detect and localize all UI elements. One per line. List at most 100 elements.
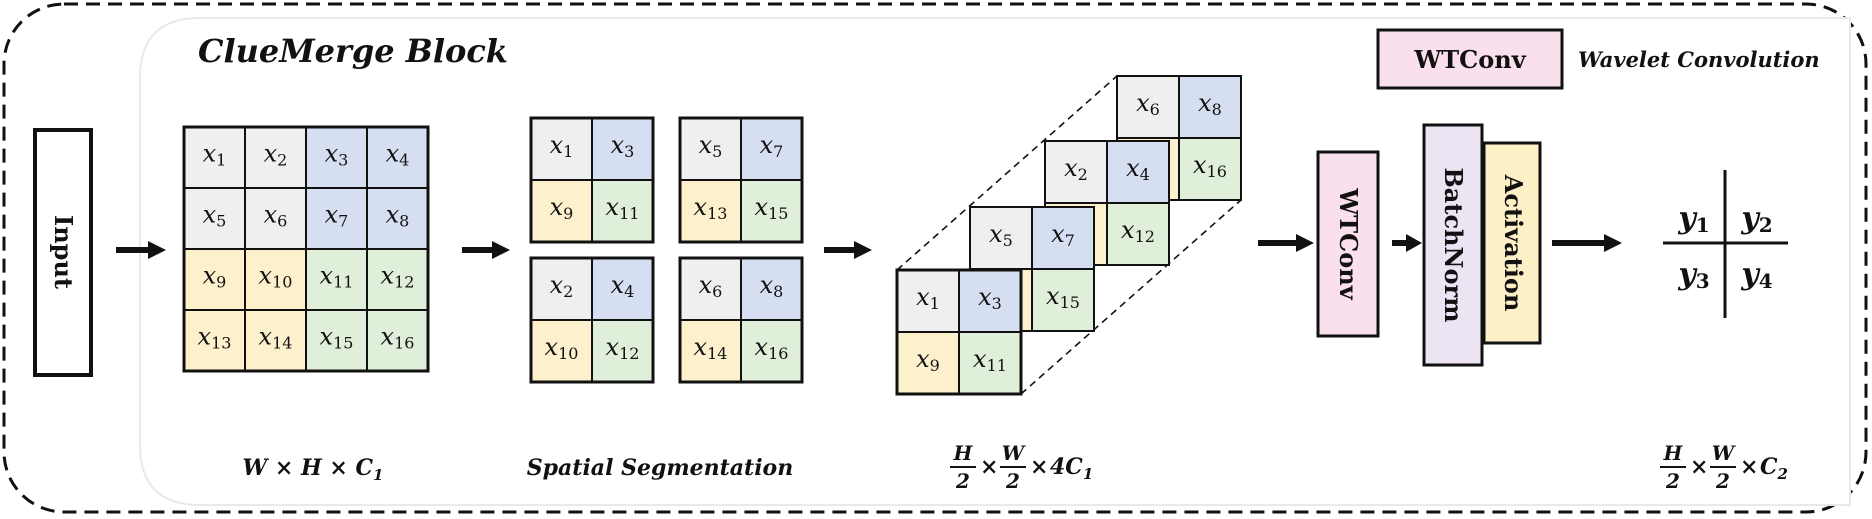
segment-cell: x8	[740, 257, 803, 321]
cell-label: x5	[203, 200, 227, 230]
stack-cell: x9	[896, 331, 960, 395]
stack-cell: x5	[969, 206, 1033, 270]
arrow-3	[824, 241, 872, 259]
cell-label: x14	[694, 333, 728, 363]
cell-label: x8	[386, 200, 410, 230]
stack-cell: x15	[1031, 268, 1095, 332]
input-label: Input	[49, 215, 78, 289]
input-grid-cell: x2	[244, 126, 307, 189]
cell-background	[896, 269, 960, 333]
cell-background	[1116, 75, 1180, 139]
block-title: ClueMerge Block	[198, 32, 508, 70]
cell-label: x6	[264, 200, 288, 230]
cell-label: x2	[264, 139, 288, 169]
cell-label: x4	[386, 139, 410, 169]
cell-label: x10	[259, 261, 293, 291]
input-grid-cell: x11	[305, 248, 368, 311]
cell-label: x6	[699, 271, 723, 301]
segment-cell: x5	[679, 117, 742, 181]
cell-label: x9	[203, 261, 227, 291]
stack-front-border	[895, 268, 1023, 396]
legend-wtconv-label: WTConv	[1413, 45, 1526, 74]
segment-border	[678, 256, 804, 384]
segment-border	[678, 116, 804, 244]
cell-label: x9	[916, 345, 940, 375]
cell-label: x1	[916, 283, 940, 313]
cell-label: x4	[611, 271, 635, 301]
cell-label: x13	[694, 193, 728, 223]
stack-cell: x11	[958, 331, 1022, 395]
caption-term: ×	[1740, 454, 1758, 480]
caption-term: 4C1	[1050, 454, 1093, 483]
input-grid-cell: x6	[244, 187, 307, 250]
cell-background	[305, 248, 368, 311]
input-box	[33, 128, 93, 377]
output-y1: y1	[1677, 201, 1709, 237]
segment-cell: x16	[740, 319, 803, 383]
stack-cell: x2	[1044, 140, 1108, 204]
cell-label: x9	[550, 193, 574, 223]
cell-label: x2	[1064, 154, 1088, 184]
input-grid-cell: x15	[305, 309, 368, 372]
cell-label: x12	[606, 333, 640, 363]
input-grid-border	[182, 125, 430, 373]
segment-cell: x11	[591, 179, 654, 243]
cell-label: x11	[973, 345, 1007, 375]
cell-label: x16	[1193, 151, 1227, 181]
cell-label: x16	[381, 322, 415, 352]
segment-cell: x12	[591, 319, 654, 383]
cell-background	[1106, 140, 1170, 204]
cell-label: x6	[1136, 89, 1160, 119]
input-grid-cell: x1	[183, 126, 246, 189]
input-grid-cell: x14	[244, 309, 307, 372]
arrow-1	[116, 241, 166, 259]
cell-background	[740, 179, 803, 243]
cell-label: x3	[325, 139, 349, 169]
segment-bottom-left: x2 x4 x10 x12	[529, 256, 655, 384]
segment-cell: x4	[591, 257, 654, 321]
segment-cell: x1	[530, 117, 593, 181]
arrow-6	[1552, 234, 1622, 252]
caption-term: ×	[980, 454, 998, 480]
segment-cell: x9	[530, 179, 593, 243]
segment-cell: x10	[530, 319, 593, 383]
segment-border	[529, 256, 655, 384]
segment-bottom-right: x6 x8 x14 x16	[678, 256, 804, 384]
caption-term: ×	[1030, 454, 1048, 480]
caption-term: C2	[1760, 454, 1788, 483]
cell-label: x11	[606, 193, 640, 223]
cell-label: x15	[755, 193, 789, 223]
fraction-denominator: 2	[955, 469, 970, 493]
cell-label: x15	[1046, 282, 1080, 312]
cell-label: x1	[550, 131, 574, 161]
segment-border	[529, 116, 655, 244]
cell-label: x2	[550, 271, 574, 301]
fraction-denominator: 2	[1665, 469, 1680, 493]
cell-background	[679, 319, 742, 383]
cell-label: x8	[760, 271, 784, 301]
stack-depth-edge	[896, 75, 1118, 271]
caption-term: ×	[1690, 454, 1708, 480]
activation-stage-box	[1482, 141, 1542, 345]
legend-wtconv-box	[1376, 28, 1564, 90]
arrow-5	[1392, 234, 1422, 252]
cell-label: x5	[989, 220, 1013, 250]
stack-cell: x7	[1031, 206, 1095, 270]
cell-background	[958, 269, 1022, 333]
input-grid-cell: x9	[183, 248, 246, 311]
activation-stage-label: Activation	[1499, 174, 1528, 312]
fraction-denominator: 2	[1005, 469, 1020, 493]
cell-label: x12	[381, 261, 415, 291]
stack-cell: x4	[1106, 140, 1170, 204]
cell-label: x11	[320, 261, 354, 291]
cell-background	[969, 206, 1033, 270]
output-y3: y3	[1677, 257, 1709, 293]
output-y4: y4	[1740, 257, 1772, 293]
